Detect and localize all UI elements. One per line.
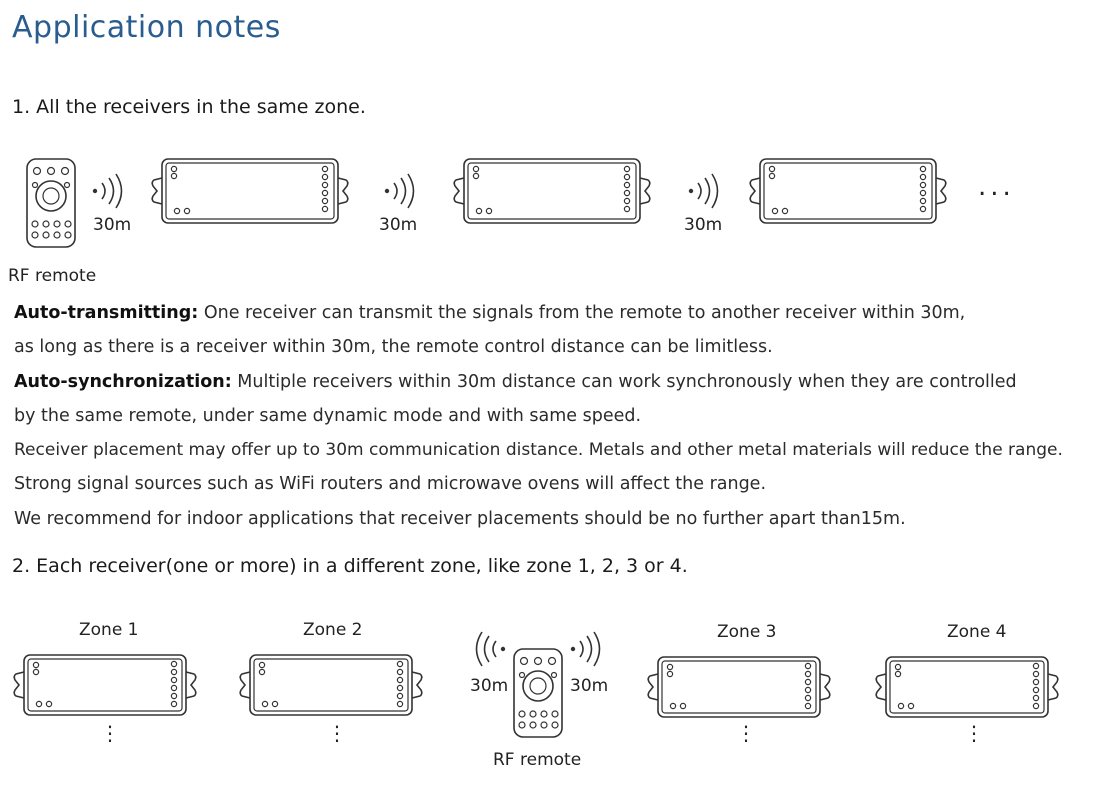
- distance-label: 30m: [93, 215, 132, 235]
- rf-remote-label: RF remote: [493, 750, 582, 770]
- receiver-unit: [453, 158, 651, 224]
- signal-wave-icon: [688, 173, 719, 209]
- signal-wave-icon: [92, 173, 123, 209]
- paragraph-text: One receiver can transmit the signals fr…: [198, 303, 966, 323]
- receiver-unit: [647, 656, 831, 718]
- paragraph-line: Strong signal sources such as WiFi route…: [14, 467, 766, 501]
- receiver-unit: [749, 158, 947, 224]
- vertical-ellipsis: ⋮: [100, 721, 120, 745]
- continuation-ellipsis: ...: [978, 172, 1015, 202]
- zone-label: Zone 3: [717, 622, 777, 642]
- section-2-heading: 2. Each receiver(one or more) in a diffe…: [12, 555, 688, 577]
- receiver-unit: [151, 158, 349, 224]
- signal-wave-left-icon: [475, 631, 506, 667]
- paragraph-text: as long as there is a receiver within 30…: [14, 337, 773, 357]
- paragraph-text: Multiple receivers within 30m distance c…: [231, 372, 1017, 392]
- signal-wave-icon: [384, 173, 415, 209]
- paragraph-text: by the same remote, under same dynamic m…: [14, 406, 642, 426]
- vertical-ellipsis: ⋮: [964, 721, 984, 745]
- rf-remote-icon: [513, 648, 563, 738]
- zone-label: Zone 1: [79, 620, 139, 640]
- paragraph-bold-term: Auto-transmitting:: [14, 303, 199, 323]
- signal-wave-right-icon: [570, 631, 601, 667]
- paragraph-bold-term: Auto-synchronization:: [14, 372, 232, 392]
- rf-remote-icon: [26, 158, 76, 248]
- paragraph-text: Receiver placement may offer up to 30m c…: [14, 440, 1063, 460]
- paragraph-line: We recommend for indoor applications tha…: [14, 502, 906, 536]
- paragraph-line: as long as there is a receiver within 30…: [14, 330, 773, 364]
- rf-remote-label: RF remote: [8, 266, 97, 286]
- paragraph-line: by the same remote, under same dynamic m…: [14, 399, 641, 433]
- vertical-ellipsis: ⋮: [736, 721, 756, 745]
- paragraph-text: Strong signal sources such as WiFi route…: [14, 474, 767, 494]
- paragraph-line: Auto-transmitting: One receiver can tran…: [14, 296, 965, 330]
- zone-label: Zone 4: [947, 622, 1007, 642]
- distance-label: 30m: [379, 215, 418, 235]
- paragraph-text: We recommend for indoor applications tha…: [14, 509, 906, 529]
- distance-label-right: 30m: [570, 676, 609, 696]
- receiver-unit: [239, 654, 423, 716]
- receiver-unit: [875, 656, 1059, 718]
- paragraph-line: Auto-synchronization: Multiple receivers…: [14, 365, 1017, 399]
- zone-label: Zone 2: [303, 620, 363, 640]
- page-title: Application notes: [12, 10, 281, 45]
- paragraph-line: Receiver placement may offer up to 30m c…: [14, 433, 1063, 467]
- distance-label-left: 30m: [470, 676, 509, 696]
- vertical-ellipsis: ⋮: [327, 721, 347, 745]
- receiver-unit: [13, 654, 197, 716]
- distance-label: 30m: [684, 215, 723, 235]
- section-1-heading: 1. All the receivers in the same zone.: [12, 96, 366, 118]
